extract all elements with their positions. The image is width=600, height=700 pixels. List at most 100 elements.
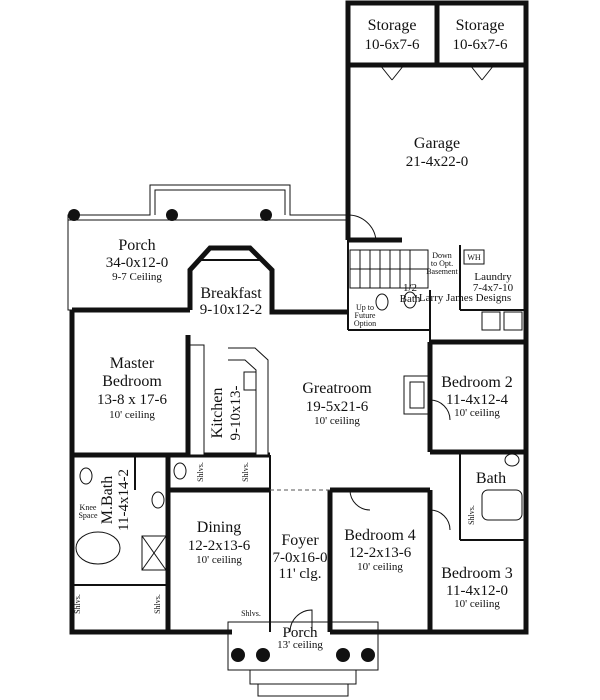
exterior-walls: [69, 0, 529, 635]
rear-porch-step: [154, 189, 286, 215]
master-bedroom-name-2: Bedroom: [102, 373, 162, 390]
storage-door-right: [469, 64, 495, 81]
sink: [403, 291, 417, 309]
storage-left-name: Storage: [368, 17, 417, 34]
kitchen-counter: [189, 344, 205, 456]
toilet: [173, 462, 187, 480]
rear-porch-outline: [67, 184, 348, 311]
bedroom3-note: 10' ceiling: [454, 598, 500, 610]
half-bath-name: 1/2: [403, 282, 417, 294]
foyer-note: 11' clg.: [279, 566, 322, 582]
kitchen-island: [228, 347, 269, 456]
house-bottom-wall: [330, 590, 529, 635]
laundry-dims: 7-4x7-10: [473, 282, 514, 294]
bedroom2-door: [429, 399, 451, 421]
porch-rear-note: 9-7 Ceiling: [112, 271, 162, 283]
annotations: Down to Opt. Basement Up to Future Optio…: [73, 251, 511, 618]
storage-right-name: Storage: [456, 17, 505, 34]
front-door: [289, 609, 313, 633]
toilet: [375, 293, 389, 311]
master-bath-dims: 11-4x14-2: [116, 469, 132, 531]
porch-front-name: Porch: [283, 625, 318, 641]
bedroom3-dims: 11-4x12-0: [446, 583, 508, 599]
knee-space-label-2: Space: [78, 511, 98, 520]
shelves-label: Shlvs.: [196, 462, 205, 482]
toilet: [504, 453, 520, 467]
foyer-name: Foyer: [281, 532, 319, 549]
shelves-label: Shlvs.: [241, 462, 250, 482]
bedroom2-dims: 11-4x12-4: [446, 392, 508, 408]
bedroom3-name: Bedroom 3: [441, 565, 513, 582]
bedroom2-note: 10' ceiling: [454, 407, 500, 419]
down-label-3: Basement: [426, 267, 458, 276]
laundry-name: Laundry: [474, 271, 512, 283]
kitchen-name: Kitchen: [209, 388, 226, 439]
porch-column: [336, 648, 350, 662]
fireplace-firebox: [409, 381, 425, 409]
bath-tub: [75, 531, 121, 565]
storage-door-left: [379, 64, 405, 81]
garage-entry-door: [347, 214, 377, 241]
half-bath-name-2: Bath: [400, 293, 421, 305]
dining-name: Dining: [197, 519, 241, 536]
storage-right-dims: 10-6x7-6: [453, 37, 508, 53]
bedroom3-door: [429, 509, 451, 531]
porch-rear-name: Porch: [118, 237, 155, 254]
porch-column: [231, 648, 245, 662]
porch-column: [68, 209, 80, 221]
front-porch-step: [249, 669, 357, 685]
rear-porch: [67, 184, 348, 311]
copyright-label: Larry James Designs: [419, 292, 511, 304]
shelves-label: Shlvs.: [153, 594, 162, 614]
bedroom4-door: [349, 489, 371, 511]
fixtures: [75, 249, 523, 571]
porch-rear-dims: 34-0x12-0: [106, 255, 169, 271]
dryer: [503, 311, 523, 331]
front-porch-step: [257, 683, 349, 697]
garage-dims: 21-4x22-0: [406, 154, 469, 170]
breakfast-bay-wall: [187, 245, 290, 315]
bedroom2-name: Bedroom 2: [441, 374, 513, 391]
porch-column: [256, 648, 270, 662]
front-porch: [227, 621, 379, 697]
sink: [79, 467, 93, 485]
house-left-wall: [69, 310, 232, 635]
bath-tub: [481, 489, 523, 521]
interior-walls: [72, 240, 526, 632]
knee-space-label-1: Knee: [80, 503, 97, 512]
doors: [289, 64, 495, 633]
master-bedroom-dims: 13-8 x 17-6: [97, 392, 167, 408]
master-bath-name: M.Bath: [99, 476, 116, 524]
shelves-label: Shlvs.: [467, 505, 476, 525]
master-bedroom-name-1: Master: [110, 355, 155, 372]
dining-note: 10' ceiling: [196, 554, 242, 566]
washer: [481, 311, 501, 331]
porch-column: [260, 209, 272, 221]
shelves-label: Shlvs.: [241, 609, 261, 618]
up-label-2: Future: [355, 311, 376, 320]
foyer-dims: 7-0x16-0: [273, 550, 328, 566]
master-bedroom-note: 10' ceiling: [109, 409, 155, 421]
water-heater: [463, 249, 485, 265]
bedroom4-dims: 12-2x13-6: [349, 545, 412, 561]
bedroom4-note: 10' ceiling: [357, 561, 403, 573]
stairs: [349, 249, 429, 289]
dining-dims: 12-2x13-6: [188, 538, 251, 554]
bath-name: Bath: [476, 470, 506, 487]
breakfast-dims: 9-10x12-2: [200, 302, 263, 318]
sink: [151, 491, 165, 509]
porch-front-note: 13' ceiling: [277, 639, 323, 651]
down-label-2: to Opt.: [431, 259, 453, 268]
down-label-1: Down: [432, 251, 452, 260]
kitchen-dims: 9-10x13-: [228, 386, 244, 441]
up-label-3: Option: [354, 319, 376, 328]
garage-name: Garage: [414, 135, 460, 152]
up-label-1: Up to: [356, 303, 374, 312]
porch-column: [361, 648, 375, 662]
kitchen-sink: [243, 371, 257, 391]
greatroom-note: 10' ceiling: [314, 415, 360, 427]
water-heater-label: WH: [467, 253, 481, 262]
greatroom-dims: 19-5x21-6: [306, 399, 369, 415]
breakfast-name: Breakfast: [200, 285, 262, 302]
